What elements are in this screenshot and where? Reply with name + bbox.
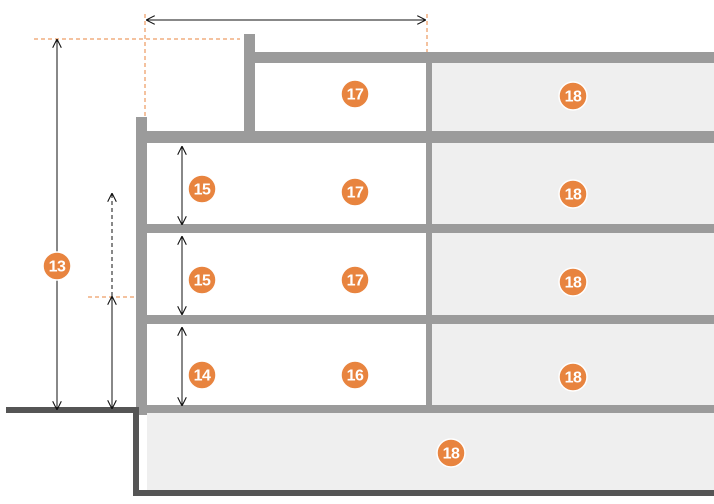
badge-upper-right-label: 18 (565, 89, 582, 106)
basement-fill (147, 413, 714, 490)
badge-basement: 18 (436, 438, 466, 468)
badge-basement-label: 18 (443, 446, 460, 463)
upper-facade-wall (244, 34, 255, 134)
badge-floor1-right-label: 18 (565, 370, 582, 387)
badge-total-height-label: 13 (49, 259, 66, 276)
badge-upper-left: 17 (340, 79, 370, 109)
badge-floor3-left: 17 (340, 177, 370, 207)
badge-upper-left-label: 17 (347, 87, 364, 104)
badge-floor2-left: 17 (340, 265, 370, 295)
badge-floor3-right-label: 18 (565, 187, 582, 204)
badge-floor1-left: 16 (340, 360, 370, 390)
badge-floor3-left-label: 17 (347, 185, 364, 202)
badge-floor2-height: 15 (187, 265, 217, 295)
slab-floor3 (136, 224, 714, 233)
badge-total-height: 13 (42, 251, 72, 281)
badge-floor1-height-label: 14 (194, 368, 211, 385)
roof-slab (244, 52, 714, 63)
badge-floor3-right: 18 (558, 179, 588, 209)
badge-floor2-right-label: 18 (565, 275, 582, 292)
interior-divider-wall (426, 60, 432, 408)
badge-floor3-height-label: 15 (194, 182, 211, 199)
main-facade-wall (136, 117, 147, 415)
badge-floor3-height: 15 (187, 174, 217, 204)
slab-ground (136, 405, 714, 413)
slab-floor2 (136, 315, 714, 324)
badge-floor1-left-label: 16 (347, 368, 364, 385)
badge-upper-right: 18 (558, 81, 588, 111)
badge-floor1-right: 18 (558, 362, 588, 392)
badge-floor1-height: 14 (187, 360, 217, 390)
ground-line (6, 407, 714, 496)
badge-floor2-right: 18 (558, 267, 588, 297)
badge-floor2-left-label: 17 (347, 273, 364, 290)
badge-floor2-height-label: 15 (194, 273, 211, 290)
slab-upper (136, 131, 714, 143)
